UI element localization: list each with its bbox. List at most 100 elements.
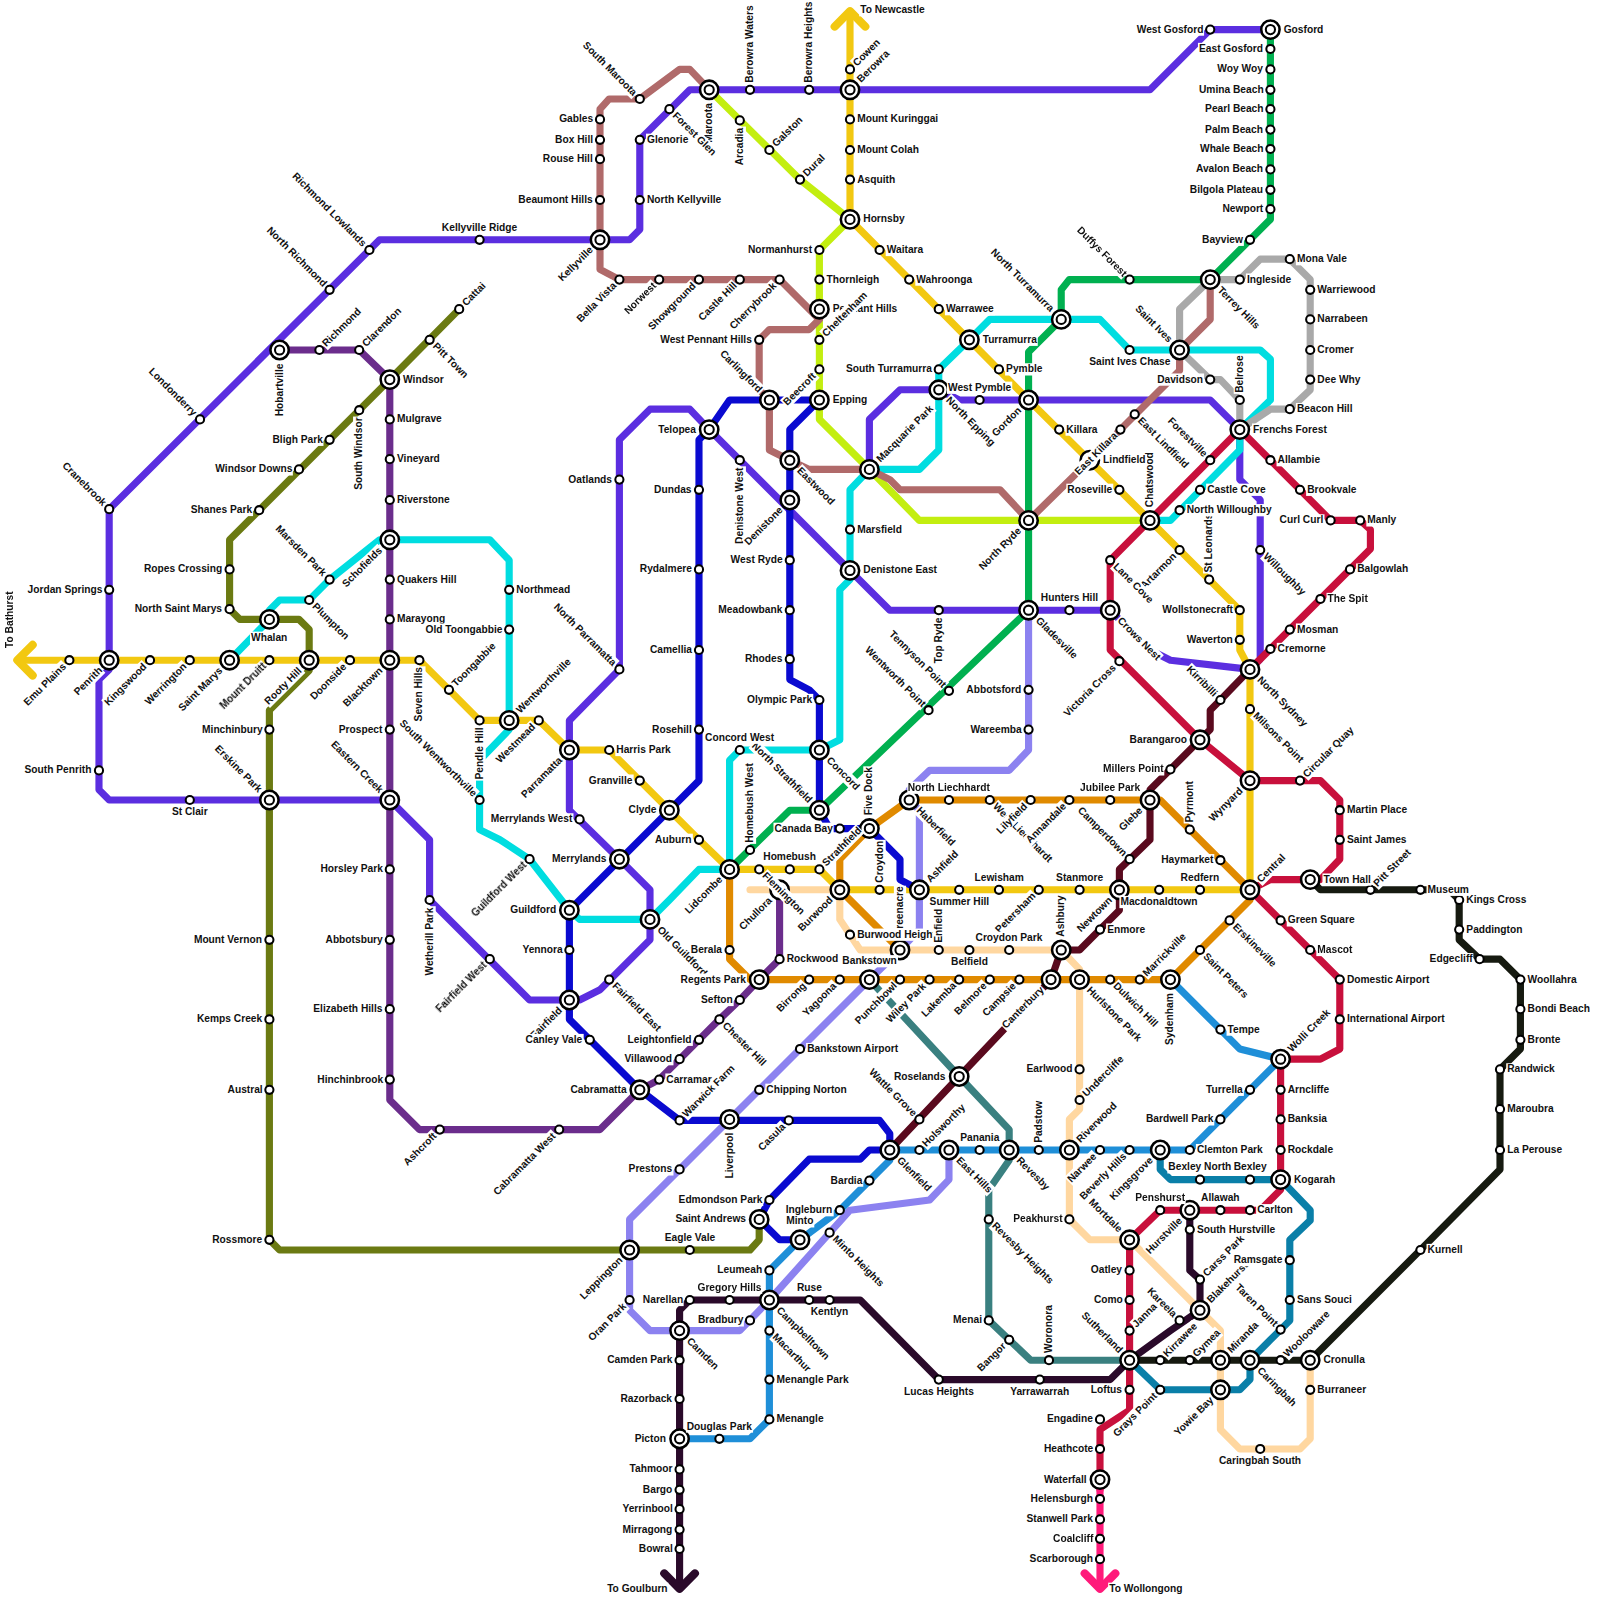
station-label: Banksia <box>1287 1113 1328 1125</box>
station-label: Jubilee Park <box>1079 782 1141 794</box>
station-label: Waterfall <box>1043 1473 1088 1485</box>
station-marker <box>385 535 394 544</box>
station-label: North Turramurra <box>987 245 1057 315</box>
station-marker <box>695 836 703 844</box>
station-marker <box>1126 1327 1134 1335</box>
station-marker <box>625 1245 634 1254</box>
station-marker <box>1176 546 1184 554</box>
station-label: Guildford <box>509 904 557 916</box>
station-marker <box>960 331 978 349</box>
station-label: Carlton <box>1256 1204 1294 1216</box>
station-marker <box>755 865 763 873</box>
station-marker <box>1145 795 1154 804</box>
station-label: Haymarket <box>1160 854 1214 866</box>
station-label: Peakhurst <box>1012 1213 1063 1225</box>
station-label: Kellyville <box>555 244 596 285</box>
station-label: Como <box>1093 1294 1124 1306</box>
station-marker <box>1196 486 1204 494</box>
station-marker <box>700 420 718 438</box>
station-marker <box>695 646 703 654</box>
station-marker <box>1191 731 1209 749</box>
station-marker <box>560 991 578 1009</box>
station-label: Padstow <box>1033 1100 1045 1144</box>
station-label: Beecroft <box>780 370 819 409</box>
station-label: Hornsby <box>862 213 905 225</box>
station-marker <box>760 391 778 409</box>
station-label: Riverwood <box>1074 1099 1121 1146</box>
station-label: Clarendon <box>359 304 405 350</box>
station-marker <box>805 86 813 94</box>
station-label: Leightonfield <box>627 1034 693 1046</box>
station-label: Bangor <box>974 1340 1009 1375</box>
station-marker <box>355 406 363 414</box>
station-label: Epping <box>832 394 869 406</box>
station-marker <box>1241 881 1259 899</box>
station-label: Saint James <box>1346 834 1408 846</box>
station-label: Palm Beach <box>1204 123 1264 135</box>
station-marker <box>1277 1086 1285 1094</box>
station-marker <box>785 456 794 465</box>
station-label: Clemton Park <box>1196 1144 1264 1156</box>
station-label: Narellan <box>642 1294 684 1306</box>
station-label: Horsley Park <box>319 863 383 875</box>
station-marker <box>910 881 928 899</box>
station-marker <box>1206 275 1215 284</box>
station-label: Schofields <box>339 544 386 591</box>
station-marker <box>381 370 399 388</box>
station-marker <box>1306 1356 1315 1365</box>
station-marker <box>260 791 278 809</box>
station-label: Riverstone <box>396 494 451 506</box>
station-label: Castle Cove <box>1206 484 1266 496</box>
station-marker <box>934 385 943 394</box>
station-marker <box>705 425 714 434</box>
station-marker <box>620 1241 638 1259</box>
station-marker <box>746 86 754 94</box>
station-marker <box>881 1141 899 1159</box>
station-label: Green Square <box>1287 914 1356 926</box>
station-marker <box>695 726 703 734</box>
station-label: Arncliffe <box>1287 1084 1330 1096</box>
station-marker <box>355 346 363 354</box>
station-label: Loftus <box>1090 1384 1123 1396</box>
station-marker <box>426 336 434 344</box>
station-marker <box>1076 1096 1084 1104</box>
station-marker <box>1241 1351 1259 1369</box>
station-label: Yarrawarrah <box>1009 1386 1070 1398</box>
station-label: Camden Park <box>606 1354 673 1366</box>
station-marker <box>755 975 764 984</box>
station-label: Minto Heights <box>830 1233 888 1291</box>
station-marker <box>1091 1470 1109 1488</box>
station-marker <box>1141 511 1159 529</box>
rail-line <box>1096 1490 1103 1586</box>
station-marker <box>105 505 113 513</box>
station-label: Penshurst <box>1134 1192 1186 1204</box>
station-marker <box>765 1376 773 1384</box>
station-marker <box>1095 1475 1104 1484</box>
station-marker <box>326 286 334 294</box>
station-marker <box>455 305 463 313</box>
station-marker <box>1245 776 1254 785</box>
station-label: Ropes Crossing <box>143 563 223 575</box>
station-marker <box>386 726 394 734</box>
station-label: Earlwood <box>1026 1063 1074 1075</box>
station-marker <box>645 915 654 924</box>
station-marker <box>1186 1356 1194 1364</box>
station-label: Ruse <box>796 1282 823 1294</box>
station-label: Chipping Norton <box>765 1084 848 1096</box>
station-marker <box>631 1081 649 1099</box>
station-marker <box>1246 1086 1254 1094</box>
station-marker <box>1019 391 1037 409</box>
station-marker <box>526 855 534 863</box>
station-marker <box>1196 886 1204 894</box>
station-marker <box>1236 606 1244 614</box>
station-marker <box>1226 916 1234 924</box>
rail-line <box>1130 880 1521 1361</box>
station-marker <box>736 116 744 124</box>
station-marker <box>1241 771 1259 789</box>
station-label: East Gosford <box>1198 43 1264 55</box>
station-label: The Spit <box>1327 593 1369 605</box>
station-marker <box>1366 886 1374 894</box>
station-label: Bargo <box>642 1484 674 1496</box>
station-marker <box>596 115 604 123</box>
station-marker <box>1271 1170 1289 1188</box>
